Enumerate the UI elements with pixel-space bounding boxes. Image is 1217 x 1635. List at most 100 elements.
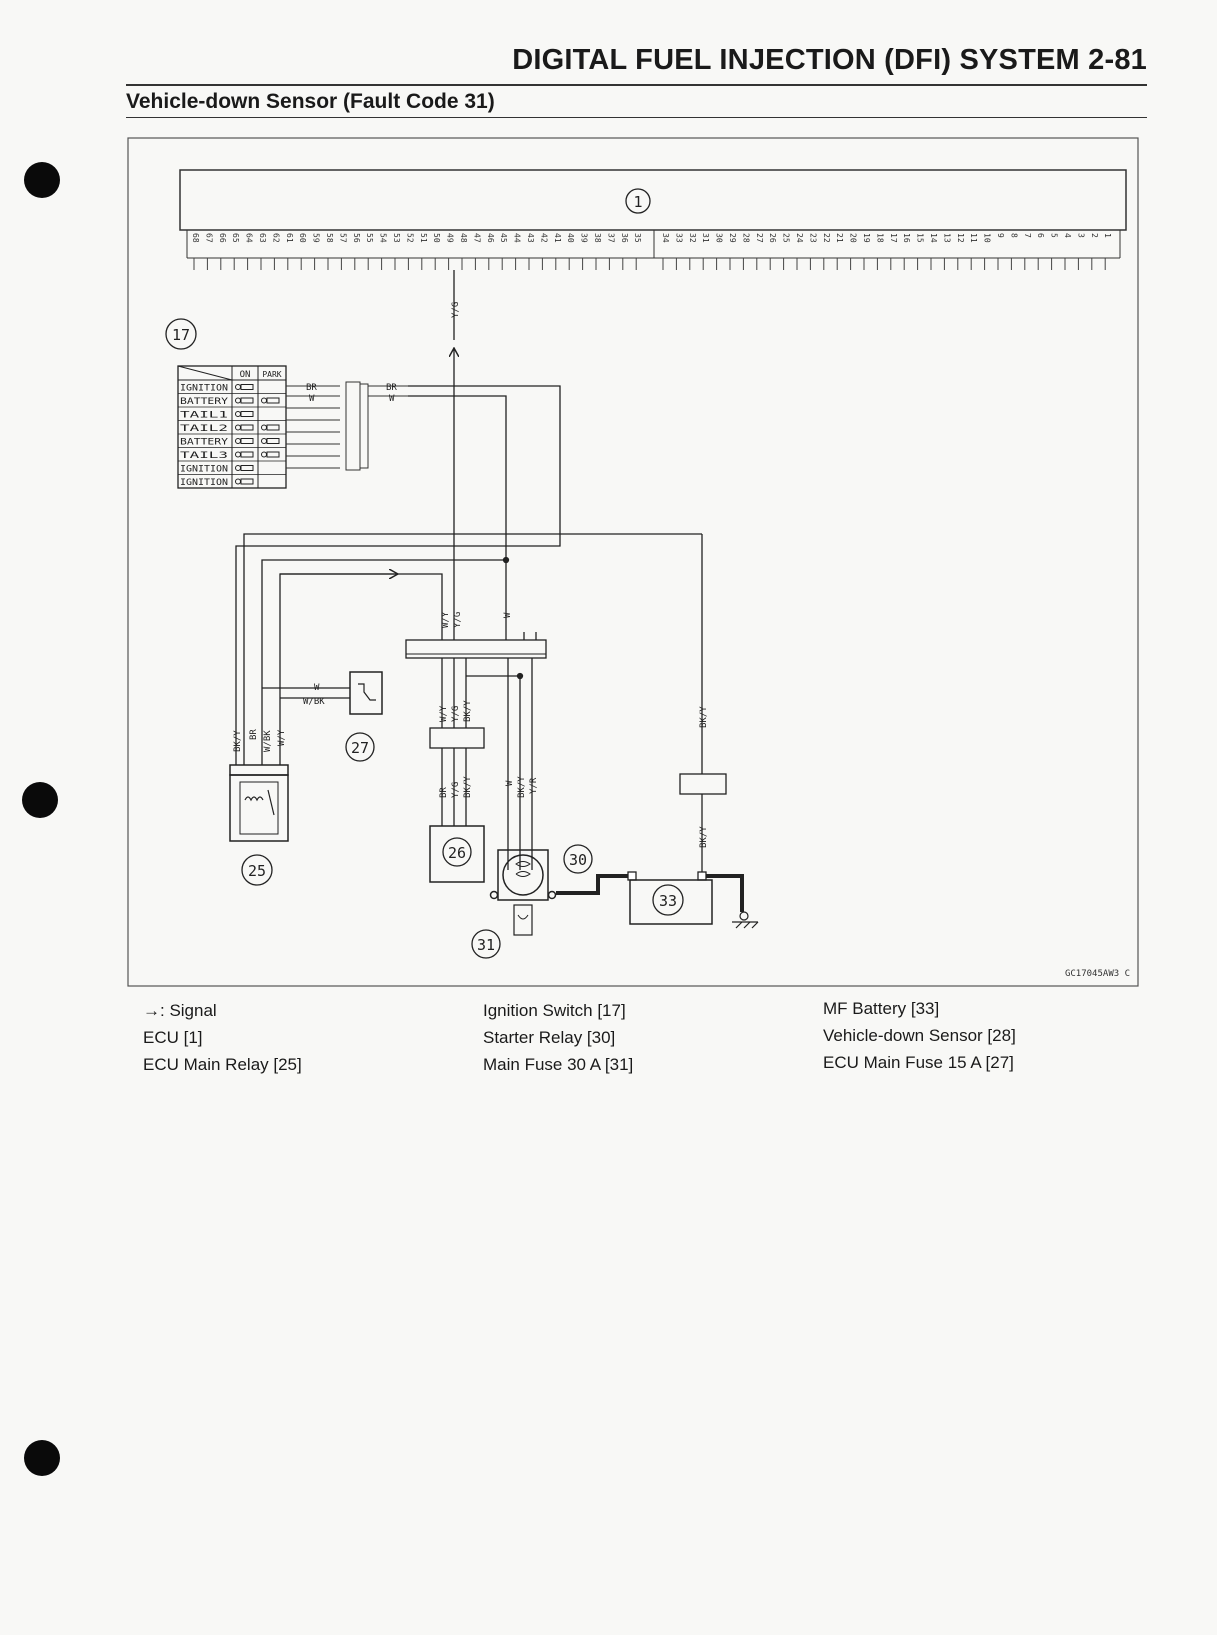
ground-symbol	[732, 911, 759, 929]
legend-ecu-main-relay: ECU Main Relay [25]	[143, 1055, 302, 1074]
svg-text:68: 68	[191, 233, 200, 243]
mf-battery	[629, 879, 713, 925]
wire-label-fuse-w: W	[314, 683, 320, 693]
drawing-code: GC17045AW3 C	[1065, 969, 1130, 979]
svg-text:50: 50	[432, 233, 441, 243]
wire-label-starter-bky: BK/Y	[517, 776, 527, 798]
svg-text:25: 25	[782, 233, 791, 243]
svg-text:35: 35	[633, 233, 642, 243]
callout-main-fuse: 31	[477, 936, 495, 954]
joint-connector	[405, 639, 547, 659]
svg-text:41: 41	[553, 233, 562, 243]
callout-vehicle-down-sensor: 26	[448, 844, 466, 862]
legend-signal: →: Signal	[143, 1001, 217, 1020]
svg-text:18: 18	[875, 233, 884, 243]
section-rule	[126, 117, 1147, 118]
wire-label-starter-yr: Y/R	[529, 777, 539, 794]
ecu-main-relay	[229, 764, 289, 842]
svg-text:54: 54	[379, 233, 388, 243]
svg-text:43: 43	[526, 233, 535, 243]
svg-text:4: 4	[1063, 233, 1072, 238]
ignition-switch-row-label: TAIL3	[180, 451, 228, 461]
svg-text:48: 48	[459, 233, 468, 243]
legend-main-fuse: Main Fuse 30 A [31]	[483, 1055, 634, 1074]
wire-label-sensor-bky: BK/Y	[463, 776, 473, 798]
wire-label-relay-bky: BK/Y	[233, 730, 243, 752]
wire-label-starter-w: W	[505, 780, 515, 786]
svg-text:21: 21	[835, 233, 844, 243]
svg-text:53: 53	[392, 233, 401, 243]
wire-label-lower-bky: BK/Y	[463, 700, 473, 722]
svg-text:12: 12	[956, 233, 965, 243]
wire-label-joint-w: W	[503, 612, 513, 618]
svg-text:26: 26	[768, 233, 777, 243]
svg-text:36: 36	[620, 233, 629, 243]
ignition-switch-row-label: TAIL2	[180, 424, 228, 434]
wire-label-ecu-signal: Y/G	[451, 302, 461, 318]
svg-text:28: 28	[741, 233, 750, 243]
svg-text:30: 30	[715, 233, 724, 243]
svg-text:42: 42	[539, 233, 548, 243]
wire-label-joint-yg: Y/G	[453, 612, 463, 628]
svg-text:57: 57	[338, 233, 347, 243]
svg-text:2: 2	[1090, 233, 1099, 238]
ground-connector	[679, 773, 727, 795]
wire-label-ground-bky-lower: BK/Y	[699, 826, 709, 848]
wire-label-relay-br: BR	[249, 729, 259, 740]
svg-text:51: 51	[419, 233, 428, 243]
svg-text:61: 61	[285, 233, 294, 243]
svg-text:39: 39	[580, 233, 589, 243]
legend-starter-relay: Starter Relay [30]	[483, 1028, 616, 1047]
wire-label-switch-br: BR	[306, 383, 317, 393]
wiring-harness	[235, 385, 703, 765]
header-rule	[126, 84, 1147, 86]
callout-ecu: 1	[633, 193, 642, 211]
svg-text:19: 19	[862, 233, 871, 243]
svg-text:27: 27	[755, 233, 764, 243]
svg-text:1: 1	[1103, 233, 1112, 238]
legend-ecu-main-fuse: ECU Main Fuse 15 A [27]	[823, 1053, 1014, 1072]
svg-text:63: 63	[258, 233, 267, 243]
svg-text:55: 55	[365, 233, 374, 243]
svg-text:23: 23	[808, 233, 817, 243]
svg-text:44: 44	[513, 233, 522, 243]
wire-label-relay-wy: W/Y	[277, 729, 287, 746]
wire-label-conn-w: W	[389, 394, 395, 404]
ignition-switch-row-label: TAIL1	[180, 411, 228, 421]
starter-relay	[489, 849, 557, 936]
svg-text:58: 58	[325, 233, 334, 243]
wire-label-lower-wy: W/Y	[439, 705, 449, 722]
callout-starter-relay: 30	[569, 851, 587, 869]
ignition-switch-row-label: IGNITION	[180, 384, 228, 394]
svg-text:65: 65	[231, 233, 240, 243]
binder-hole-middle	[22, 782, 58, 818]
svg-text:62: 62	[271, 233, 280, 243]
svg-text:10: 10	[983, 233, 992, 243]
svg-text:3: 3	[1076, 233, 1085, 238]
svg-text:14: 14	[929, 233, 938, 243]
svg-text:33: 33	[674, 233, 683, 243]
svg-text:38: 38	[593, 233, 602, 243]
wire-label-sensor-br: BR	[439, 787, 449, 798]
svg-text:56: 56	[352, 233, 361, 243]
svg-text:66: 66	[218, 233, 227, 243]
legend-mf-battery: MF Battery [33]	[823, 999, 940, 1018]
svg-text:16: 16	[902, 233, 911, 243]
ignition-switch-row-label: BATTERY	[180, 438, 228, 448]
legend-ecu: ECU [1]	[143, 1028, 203, 1047]
callout-ignition-switch: 17	[172, 326, 190, 344]
svg-text:67: 67	[204, 233, 213, 243]
page-title: DIGITAL FUEL INJECTION (DFI) SYSTEM 2-81	[512, 44, 1147, 76]
binder-hole-top	[24, 162, 60, 198]
ecu-main-fuse	[349, 671, 383, 715]
ignition-switch-connector	[286, 381, 408, 471]
svg-text:9: 9	[996, 233, 1005, 238]
vehicle-down-sensor	[429, 825, 485, 883]
svg-text:11: 11	[969, 233, 978, 243]
ignition-switch-row-label: IGNITION	[180, 478, 228, 488]
wire-label-fuse-wbk: W/BK	[303, 697, 325, 707]
callout-ecu-main-fuse: 27	[351, 739, 369, 757]
svg-text:6: 6	[1036, 233, 1045, 238]
section-title: Vehicle-down Sensor (Fault Code 31)	[126, 90, 495, 113]
